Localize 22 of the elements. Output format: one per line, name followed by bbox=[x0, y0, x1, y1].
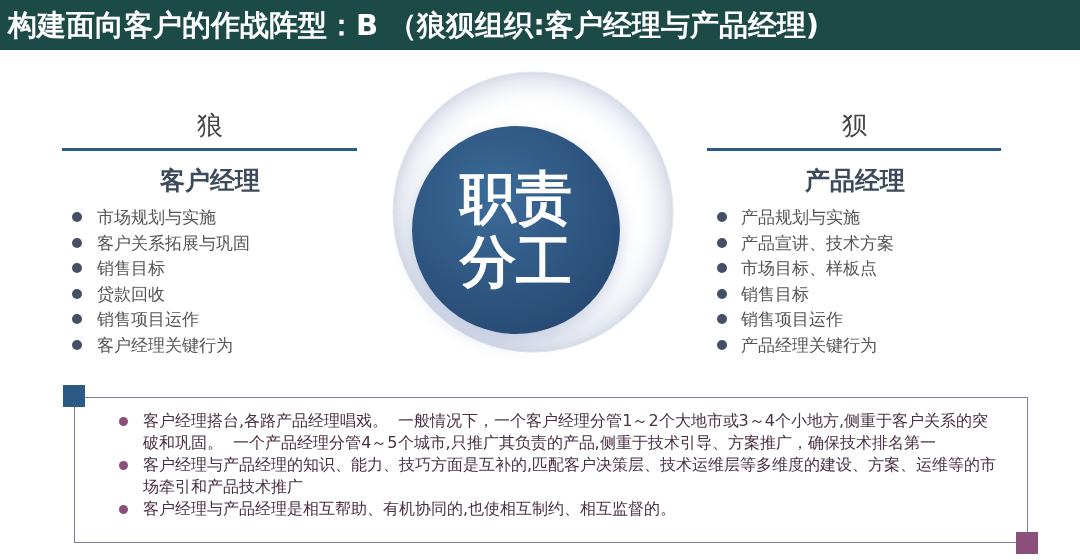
bullet-text: 客户经理与产品经理的知识、能力、技巧方面是互补的,匹配客户决策层、技术运维层等多维度的建设、方案、运维等的市场牵引和产品技术推广 bbox=[143, 454, 998, 498]
bullet-text: 产品宣讲、技术方案 bbox=[741, 231, 894, 255]
bullet-text: 客户经理关键行为 bbox=[97, 333, 233, 357]
bullet-text: 市场规划与实施 bbox=[97, 206, 216, 229]
column-heading: 狼 bbox=[196, 109, 224, 142]
bullet-text: 客户关系拓展与巩固 bbox=[97, 231, 250, 255]
bullet-text: 市场目标、样板点 bbox=[741, 257, 877, 280]
bullet-text: 产品规划与实施 bbox=[741, 206, 860, 229]
bullet-text: 销售目标 bbox=[741, 282, 809, 306]
role-heading: 产品经理 bbox=[804, 165, 906, 197]
bullet-text: 贷款回收 bbox=[97, 282, 165, 306]
bullet-text: 客户经理搭台,各路产品经理唱戏。 一般情况下，一个客户经理分管1～2个大地市或3～4个小地方,侧重于客户关系的突破和巩固。 一个产品经理分管4～5个城市,只推广其负责的产品,侧重于技术引导、方案推广，确保技术排名第一 bbox=[143, 410, 990, 454]
note-box bbox=[74, 397, 1028, 543]
bullet-text: 销售项目运作 bbox=[741, 308, 843, 331]
role-heading: 客户经理 bbox=[159, 165, 261, 197]
bullet-text: 产品经理关键行为 bbox=[741, 333, 877, 357]
bullet-text: 客户经理与产品经理是相互帮助、有机协同的,也使相互制约、相互监督的。 bbox=[143, 498, 678, 520]
column-heading: 狈 bbox=[841, 109, 869, 142]
circle-label: 职责分工 bbox=[458, 166, 573, 294]
title-bar: 构建面向客户的作战阵型：B （狼狈组织:客户经理与产品经理) bbox=[0, 0, 1080, 50]
bullet-text: 销售项目运作 bbox=[97, 308, 199, 331]
bullet-text: 销售目标 bbox=[97, 257, 165, 280]
